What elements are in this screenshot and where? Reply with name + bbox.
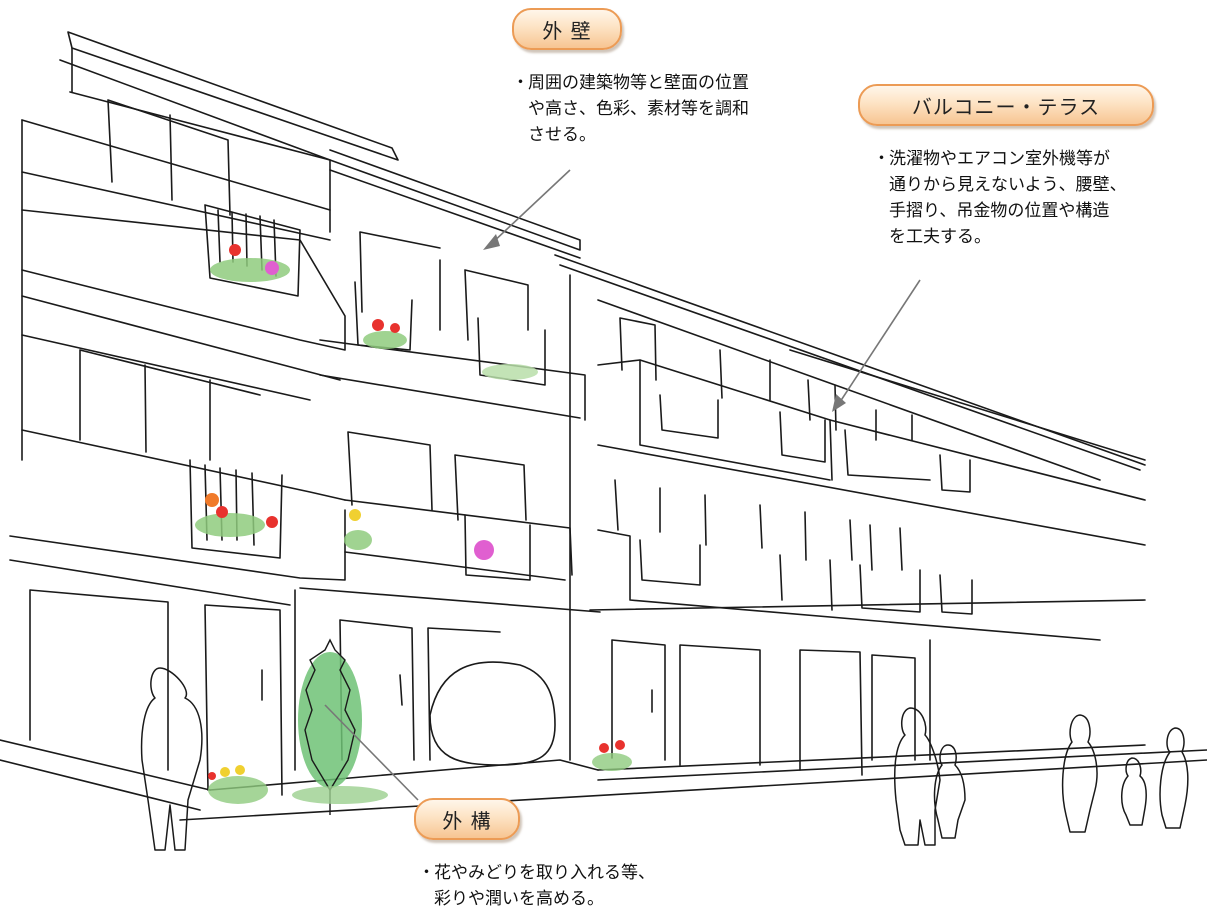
left-building	[0, 91, 346, 811]
sidewalk	[179, 759, 1207, 821]
balcony-note-bullet: ・	[873, 149, 890, 169]
balcony-note-text: 手摺り、吊金物の位置や構造	[889, 201, 1110, 221]
wall-note-text: や高さ、色彩、素材等を調和	[528, 99, 749, 119]
leader-lines	[324, 169, 921, 801]
balcony-note-line: 通りから見えないよう、腰壁、	[873, 172, 1127, 198]
balcony-note-text: 洗濯物やエアコン室外機等が	[889, 149, 1110, 169]
balcony-label: バルコニー・テラス	[911, 94, 1101, 119]
wall-label-pill: 外 壁	[512, 8, 622, 50]
wall-note-line: させる。	[512, 122, 749, 148]
people	[140, 667, 1189, 851]
wall-note-line: や高さ、色彩、素材等を調和	[512, 96, 749, 122]
wall-note-text: 周囲の建築物等と壁面の位置	[528, 73, 749, 93]
wall-note-bullet: ・	[512, 73, 529, 93]
balcony-note: ・洗濯物やエアコン室外機等が 通りから見えないよう、腰壁、 手摺り、吊金物の位置…	[873, 146, 1127, 250]
exterior-note-line: 彩りや潤いを高める。	[418, 886, 655, 912]
balcony-note-text: を工夫する。	[889, 227, 991, 247]
exterior-note-bullet: ・	[418, 863, 435, 883]
right-building	[554, 254, 1207, 781]
planting	[195, 244, 632, 815]
wall-note: ・周囲の建築物等と壁面の位置 や高さ、色彩、素材等を調和 させる。	[512, 70, 749, 148]
balcony-note-line: ・洗濯物やエアコン室外機等が	[873, 146, 1127, 172]
wall-label: 外 壁	[542, 18, 592, 43]
balcony-note-line: を工夫する。	[873, 224, 1127, 250]
exterior-note-text: 彩りや潤いを高める。	[434, 889, 604, 909]
exterior-label-pill: 外 構	[414, 798, 520, 840]
wall-note-line: ・周囲の建築物等と壁面の位置	[512, 70, 749, 96]
exterior-note-text: 花やみどりを取り入れる等、	[434, 863, 655, 883]
balcony-note-line: 手摺り、吊金物の位置や構造	[873, 198, 1127, 224]
middle-building	[209, 149, 601, 791]
wall-note-text: させる。	[528, 125, 596, 145]
roof-left	[59, 31, 399, 161]
exterior-note-line: ・花やみどりを取り入れる等、	[418, 860, 655, 886]
exterior-label: 外 構	[442, 808, 492, 833]
exterior-note: ・花やみどりを取り入れる等、 彩りや潤いを高める。	[418, 860, 655, 912]
leader-arrowheads	[483, 234, 846, 412]
balcony-note-text: 通りから見えないよう、腰壁、	[889, 175, 1127, 195]
balcony-label-pill: バルコニー・テラス	[858, 84, 1154, 126]
